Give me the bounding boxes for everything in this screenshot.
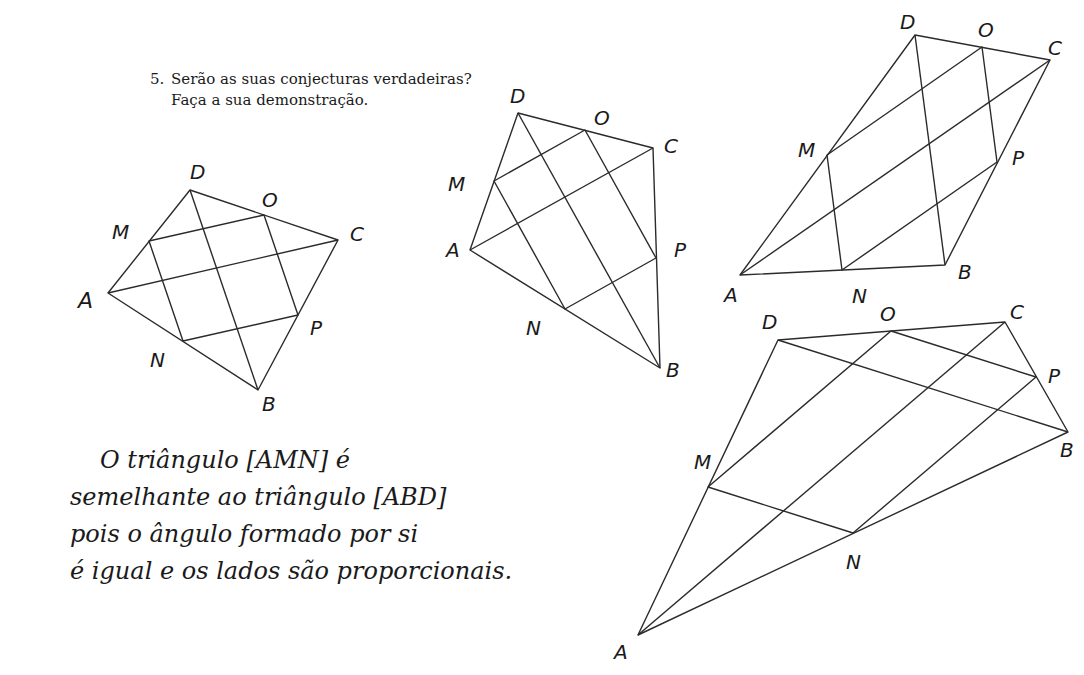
- vertex-label: O: [262, 190, 278, 210]
- midpoint-parallelogram: [827, 47, 997, 270]
- vertex-label: D: [510, 86, 525, 106]
- vertex-label: M: [448, 174, 465, 194]
- question-text: Faça a sua demonstração.: [171, 93, 368, 108]
- vertex-label: M: [694, 452, 711, 472]
- vertex-label: B: [1060, 440, 1074, 460]
- vertex-label: B: [262, 394, 276, 414]
- vertex-label: C: [664, 136, 678, 156]
- vertex-label: C: [350, 224, 364, 244]
- vertex-label: O: [880, 304, 896, 324]
- handwritten-note: O triângulo [AMN] é: [100, 448, 350, 472]
- vertex-label: D: [190, 162, 205, 182]
- handwritten-note: é igual e os lados são proporcionais.: [70, 559, 512, 583]
- vertex-label: M: [112, 222, 129, 242]
- vertex-label: N: [526, 318, 541, 338]
- vertex-label: C: [1048, 38, 1062, 58]
- diagonal: [638, 322, 1005, 635]
- diagonal: [190, 190, 258, 390]
- diagonal: [518, 113, 660, 368]
- vertex-label: B: [666, 360, 680, 380]
- diagonal: [915, 35, 945, 265]
- question-number: 5.: [150, 72, 164, 87]
- vertex-label: D: [900, 12, 915, 32]
- vertex-label: D: [762, 312, 777, 332]
- vertex-label: A: [724, 285, 738, 305]
- vertex-label: C: [1010, 302, 1024, 322]
- vertex-label: A: [614, 642, 628, 662]
- vertex-label: N: [846, 552, 861, 572]
- quadrilateral: [108, 190, 338, 390]
- vertex-label: M: [798, 140, 815, 160]
- vertex-label: P: [1048, 366, 1060, 386]
- midpoint-parallelogram: [149, 215, 298, 341]
- vertex-label: P: [310, 318, 322, 338]
- vertex-label: O: [978, 20, 994, 40]
- handwritten-note: pois o ângulo formado por si: [70, 522, 418, 546]
- quadrilateral: [638, 322, 1068, 635]
- quadrilateral: [740, 35, 1050, 275]
- midpoint-parallelogram: [494, 130, 656, 309]
- vertex-label: N: [852, 286, 867, 306]
- vertex-label: O: [594, 108, 610, 128]
- vertex-label: P: [674, 240, 686, 260]
- diagonal: [740, 60, 1050, 275]
- vertex-label: A: [78, 290, 93, 312]
- handwritten-note: semelhante ao triângulo [ABD]: [70, 485, 446, 509]
- vertex-label: A: [446, 240, 460, 260]
- vertex-label: B: [958, 262, 972, 282]
- diagonal: [470, 148, 653, 250]
- question-text: Serão as suas conjecturas verdadeiras?: [171, 72, 472, 87]
- vertex-label: N: [150, 350, 165, 370]
- quadrilateral: [470, 113, 660, 368]
- vertex-label: P: [1012, 148, 1024, 168]
- midpoint-parallelogram: [708, 331, 1036, 533]
